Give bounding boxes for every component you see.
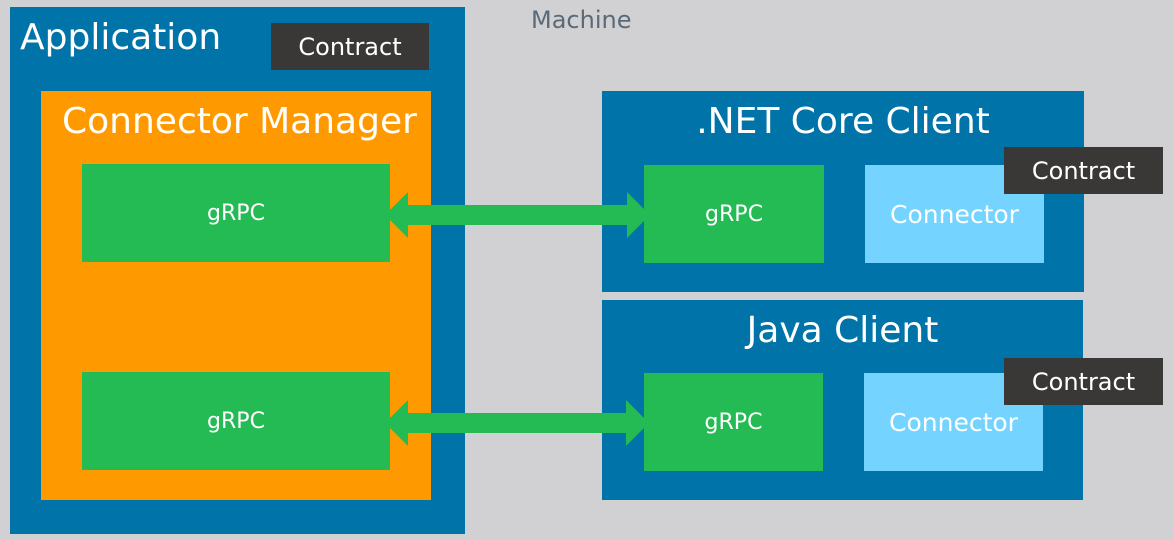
net-core-connector-box: Connector (865, 165, 1044, 263)
java-contract: Contract (1004, 358, 1163, 405)
application-title: Application (20, 17, 222, 58)
net-core-client-box: .NET Core Client gRPC Connector (602, 91, 1084, 292)
net-core-grpc-box: gRPC (644, 165, 824, 263)
net-core-client-title: .NET Core Client (696, 101, 990, 142)
java-grpc-box: gRPC (644, 373, 823, 471)
machine-label: Machine (531, 6, 632, 34)
java-client-title: Java Client (746, 310, 939, 351)
grpc-box-top: gRPC (82, 164, 390, 262)
java-client-box: Java Client gRPC Connector (602, 300, 1083, 500)
double-arrow-bottom-shape (385, 400, 649, 446)
connector-manager-title: Connector Manager (62, 101, 417, 142)
grpc-box-bottom: gRPC (82, 372, 390, 470)
double-arrow-top-shape (385, 192, 650, 238)
application-box: Application Contract Connector Manager g… (10, 7, 465, 534)
application-contract: Contract (271, 23, 429, 70)
connector-manager-box: Connector Manager gRPC gRPC (41, 91, 431, 500)
net-core-contract: Contract (1004, 147, 1163, 194)
double-arrow-top (385, 192, 650, 238)
double-arrow-bottom (385, 400, 649, 446)
